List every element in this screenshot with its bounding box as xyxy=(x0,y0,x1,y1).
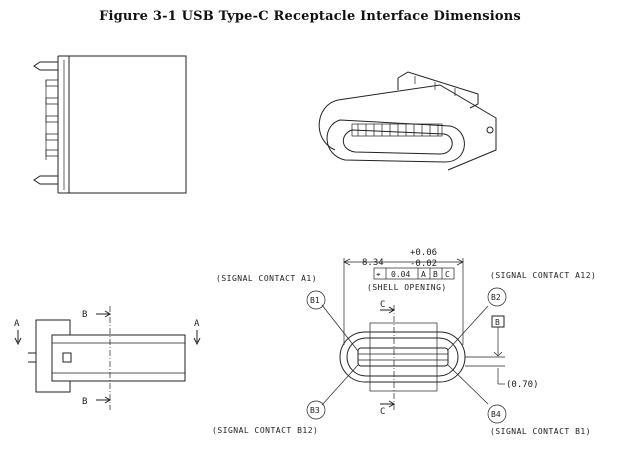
dimension-tol-minus: -0.02 xyxy=(410,259,437,269)
side-view-top xyxy=(33,55,187,194)
section-letter-b-top: B xyxy=(82,310,87,320)
dimension-nominal: 8.34 xyxy=(362,258,384,268)
tolerance-datum-b: B xyxy=(433,270,438,279)
tolerance-datum-a: A xyxy=(421,270,426,279)
section-letter-b-bottom: B xyxy=(82,397,87,407)
isometric-view xyxy=(318,71,497,171)
front-view xyxy=(306,258,507,424)
position-tolerance-icon: ⌖ xyxy=(376,270,381,279)
side-view-bottom xyxy=(14,306,201,410)
reference-dimension: (0.70) xyxy=(506,380,539,390)
section-letter-c-top: C xyxy=(380,300,385,310)
shell-opening-label: (SHELL OPENING) xyxy=(367,283,447,292)
dimension-tol-plus: +0.06 xyxy=(410,248,437,258)
tolerance-datum-c: C xyxy=(445,270,450,279)
tolerance-value: 0.04 xyxy=(391,270,410,279)
signal-contact-b1-label: (SIGNAL CONTACT B1) xyxy=(490,427,591,436)
bubble-b4: B4 xyxy=(491,410,501,419)
figure-title: Figure 3-1 USB Type-C Receptacle Interfa… xyxy=(99,9,521,24)
signal-contact-a12-label: (SIGNAL CONTACT A12) xyxy=(490,271,596,280)
bubble-b3: B3 xyxy=(310,406,320,415)
section-letter-a-left: A xyxy=(14,319,20,329)
signal-contact-a1-label: (SIGNAL CONTACT A1) xyxy=(216,274,317,283)
section-letter-c-bottom: C xyxy=(380,407,385,417)
bubble-b1: B1 xyxy=(310,296,320,305)
bubble-b2: B2 xyxy=(491,293,501,302)
datum-b-box: B xyxy=(495,318,500,327)
section-letter-a-right: A xyxy=(194,319,200,329)
signal-contact-b12-label: (SIGNAL CONTACT B12) xyxy=(212,426,318,435)
